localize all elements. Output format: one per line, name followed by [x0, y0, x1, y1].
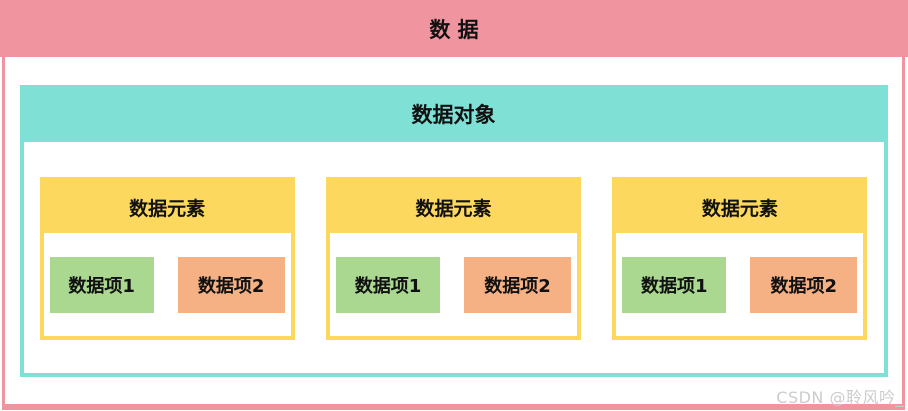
data-container: 数据对象 数据元素 数据项1 数据项2 数据元素 数据项1 数据项2: [2, 57, 905, 410]
data-item-1: 数据项1: [622, 257, 727, 313]
data-object-header: 数据对象: [19, 85, 888, 142]
data-item-2: 数据项2: [750, 257, 858, 313]
data-object-container: 数据对象 数据元素 数据项1 数据项2 数据元素 数据项1 数据项2: [19, 85, 888, 377]
data-element-body: 数据项1 数据项2: [330, 233, 577, 313]
data-element-body: 数据项1 数据项2: [616, 233, 863, 313]
data-element-card: 数据元素 数据项1 数据项2: [325, 177, 582, 340]
data-item-2: 数据项2: [463, 257, 571, 313]
csdn-watermark: CSDN @聆风吟_: [776, 388, 904, 407]
data-element-header: 数据元素: [616, 181, 864, 233]
data-item-2: 数据项2: [177, 257, 285, 313]
data-element-title: 数据元素: [415, 197, 492, 220]
data-item-1: 数据项1: [49, 257, 154, 313]
data-item-1: 数据项1: [335, 257, 440, 313]
data-element-body: 数据项1 数据项2: [44, 233, 291, 313]
data-title: 数 据: [429, 17, 479, 42]
data-element-title: 数据元素: [701, 197, 778, 220]
data-element-header: 数据元素: [43, 181, 291, 233]
data-object-title: 数据对象: [411, 102, 496, 127]
data-element-title: 数据元素: [129, 197, 206, 220]
data-element-card: 数据元素 数据项1 数据项2: [612, 177, 868, 340]
data-element-card: 数据元素 数据项1 数据项2: [39, 177, 295, 340]
data-title-bar: 数 据: [0, 0, 908, 57]
data-element-header: 数据元素: [329, 181, 578, 233]
data-object-body: 数据元素 数据项1 数据项2 数据元素 数据项1 数据项2 数据元素: [24, 142, 884, 340]
